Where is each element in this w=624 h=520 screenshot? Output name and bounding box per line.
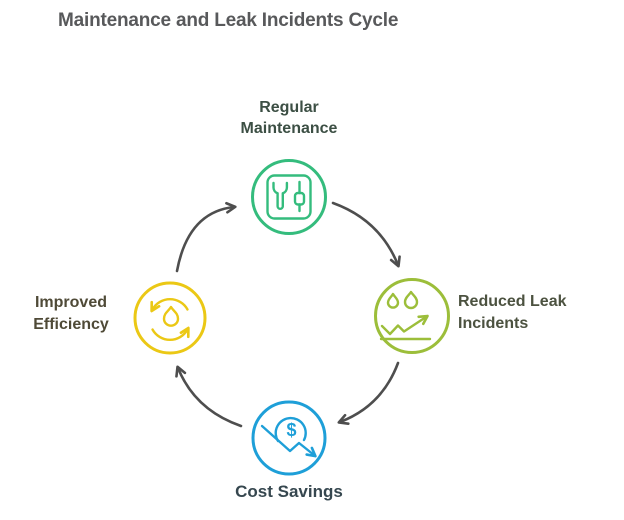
arrow-savings-to-efficiency [175,365,243,428]
node-circle-cost-savings [251,400,327,476]
node-regular-maintenance [251,159,327,235]
droplet-icon [162,305,180,327]
arrow-leak-to-savings [337,361,400,426]
droplets-trend-up-icon [379,290,432,341]
trend-down-arrow-icon [260,424,317,458]
node-label-regular-maintenance: Regular Maintenance [240,99,338,137]
droplet-large-icon [403,290,419,310]
dollar-circle-icon [274,416,307,443]
node-reduced-leak-incidents [374,278,450,354]
recycle-arc-bottom-icon [151,326,190,342]
node-circle-reduced-leak-incidents [374,278,450,354]
recycle-arc-top-icon [150,297,189,313]
trend-up-arrow-icon [380,314,429,336]
node-cost-savings: $ [251,400,327,476]
cycle-arrows [175,201,401,428]
node-improved-efficiency [133,281,207,355]
node-label-improved-efficiency: Improved Efficiency [33,294,109,333]
node-label-reduced-leak-incidents: Reduced Leak Incidents [458,293,567,332]
droplet-recycle-icon [150,297,190,342]
dollar-symbol: $ [286,420,296,440]
diagram-title: Maintenance and Leak Incidents Cycle [58,10,399,31]
droplet-small-icon [386,292,400,309]
dollar-decrease-icon [260,416,317,458]
node-circle-regular-maintenance [251,159,327,235]
node-label-cost-savings: Cost Savings [235,482,343,501]
node-circle-improved-efficiency [133,281,207,355]
arrow-efficiency-to-maintenance [175,201,237,273]
wrench-screwdriver-icon [266,174,312,220]
arrow-maintenance-to-leak [331,201,401,268]
